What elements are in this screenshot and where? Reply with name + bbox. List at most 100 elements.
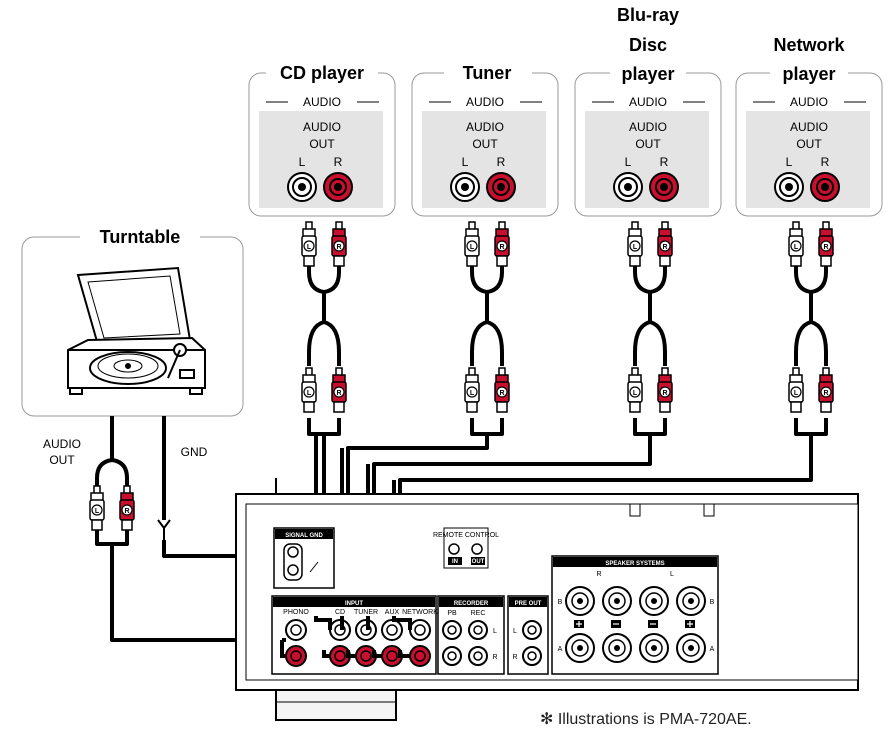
plug-r-label: R — [336, 244, 341, 251]
device-title: Tuner — [463, 63, 512, 83]
network-r-jack-icon — [409, 645, 431, 667]
source-device-bluray-player: Blu-ray Disc player AUDIO AUDIO OUT L R — [574, 5, 722, 217]
polarity-plus-icon — [574, 620, 584, 628]
audio-section-label: AUDIO — [303, 95, 341, 109]
rca-plug-r-icon: R — [657, 367, 673, 413]
jack-l-icon — [450, 172, 480, 202]
speaker-terminal-icon — [602, 586, 632, 616]
speaker-terminal-icon — [676, 586, 706, 616]
turntable-audio-out-label: AUDIO — [43, 437, 81, 451]
channel-label-r: R — [497, 155, 506, 169]
network-l-jack-icon — [409, 619, 431, 641]
source-device-network-player: Network player AUDIO AUDIO OUT L R — [735, 35, 883, 217]
remote-control-label: REMOTE CONTROL — [433, 532, 499, 539]
jack-r-icon — [486, 172, 516, 202]
input-label: INPUT — [345, 601, 363, 607]
recorder-ch-l-label: L — [493, 628, 497, 635]
plug-l-label: L — [470, 390, 475, 397]
recorder-rec-label: REC — [471, 610, 486, 617]
input-label-cd: CD — [335, 609, 345, 616]
recorder-pb-label: PB — [447, 610, 457, 617]
plug-r-label: R — [823, 390, 828, 397]
device-title: CD player — [280, 63, 364, 83]
device-title: Network — [773, 35, 845, 55]
device-title: Blu-ray — [617, 5, 679, 25]
audio-section-label: AUDIO — [629, 95, 667, 109]
speaker-terminal-icon — [565, 633, 595, 663]
rca-plug-l-icon: L — [464, 367, 480, 413]
input-label-aux: AUX — [385, 609, 400, 616]
plug-r-label: R — [499, 390, 504, 397]
footnote: ✻ Illustrations is PMA-720AE. — [540, 711, 752, 728]
jack-r-icon — [323, 172, 353, 202]
plug-r-label: R — [662, 244, 667, 251]
source-device-cd-player: CD player AUDIO AUDIO OUT L R — [248, 63, 396, 217]
rca-plug-l-icon: L — [464, 221, 480, 267]
input-label-network: NETWORK — [402, 609, 438, 616]
turntable-box: Turntable — [21, 226, 244, 417]
pre-out-ch-r-label: R — [512, 654, 517, 661]
plug-l-label: L — [633, 390, 638, 397]
pre-out-ch-l-label: L — [513, 628, 517, 635]
rca-plug-r-icon: R — [818, 221, 834, 267]
speaker-systems-label: SPEAKER SYSTEMS — [605, 561, 664, 567]
channel-label-r: R — [660, 155, 669, 169]
recorder-pb-r-jack-icon — [442, 646, 462, 666]
rca-plug-r-icon: R — [494, 221, 510, 267]
plug-l-label: L — [470, 244, 475, 251]
turntable-title: Turntable — [100, 227, 181, 247]
audio-out-label: OUT — [635, 137, 661, 151]
speaker-terminal-icon — [639, 633, 669, 663]
rca-plug-r-icon: R — [119, 485, 135, 531]
aux-l-jack-icon — [381, 619, 403, 641]
plug-l-label: L — [794, 390, 799, 397]
speaker-b-label: B — [558, 599, 563, 606]
rca-plug-r-icon: R — [494, 367, 510, 413]
polarity-minus-icon — [611, 620, 621, 628]
rca-plug-r-icon: R — [331, 221, 347, 267]
remote-in-jack-icon — [448, 543, 460, 555]
jack-l-icon — [613, 172, 643, 202]
pre-out-r-jack-icon — [522, 646, 542, 666]
turntable-gnd-label: GND — [181, 445, 208, 459]
speaker-terminal-icon — [639, 586, 669, 616]
audio-section-label: AUDIO — [790, 95, 828, 109]
rca-plug-l-icon: L — [788, 367, 804, 413]
plug-r-label: R — [662, 390, 667, 397]
polarity-minus-icon — [648, 620, 658, 628]
recorder-rec-l-jack-icon — [468, 620, 488, 640]
plug-l-label: L — [794, 244, 799, 251]
plug-r-label: R — [499, 244, 504, 251]
audio-out-label: OUT — [309, 137, 335, 151]
channel-label-l: L — [462, 155, 469, 169]
amplifier-rear-panel: SIGNAL GND REMOTE CONTROL IN OUT INPUT P… — [235, 478, 859, 721]
audio-out-label: AUDIO — [790, 120, 828, 134]
speaker-b-label: B — [710, 599, 715, 606]
audio-out-label: OUT — [796, 137, 822, 151]
audio-out-label: AUDIO — [466, 120, 504, 134]
speaker-a-label: A — [710, 646, 715, 653]
gnd-terminal-icon — [283, 543, 319, 581]
rca-plug-r-icon: R — [657, 221, 673, 267]
recorder-ch-r-label: R — [492, 654, 497, 661]
jack-l-icon — [287, 172, 317, 202]
input-label-phono: PHONO — [283, 609, 309, 616]
channel-label-l: L — [625, 155, 632, 169]
rca-plug-l-icon: L — [89, 485, 105, 531]
rca-plug-l-icon: L — [627, 367, 643, 413]
rca-plug-l-icon: L — [788, 221, 804, 267]
speaker-terminal-icon — [602, 633, 632, 663]
remote-in-label: IN — [452, 559, 458, 565]
rca-plug-r-icon: R — [331, 367, 347, 413]
plug-r-label: R — [124, 508, 129, 515]
turntable-audio-out-label: OUT — [49, 453, 75, 467]
remote-out-label: OUT — [472, 559, 485, 565]
jack-r-icon — [810, 172, 840, 202]
phono-l-jack-icon — [285, 619, 307, 641]
speaker-terminal-icon — [565, 586, 595, 616]
jack-r-icon — [649, 172, 679, 202]
recorder-rec-r-jack-icon — [468, 646, 488, 666]
speaker-ch-l-label: L — [670, 571, 674, 578]
